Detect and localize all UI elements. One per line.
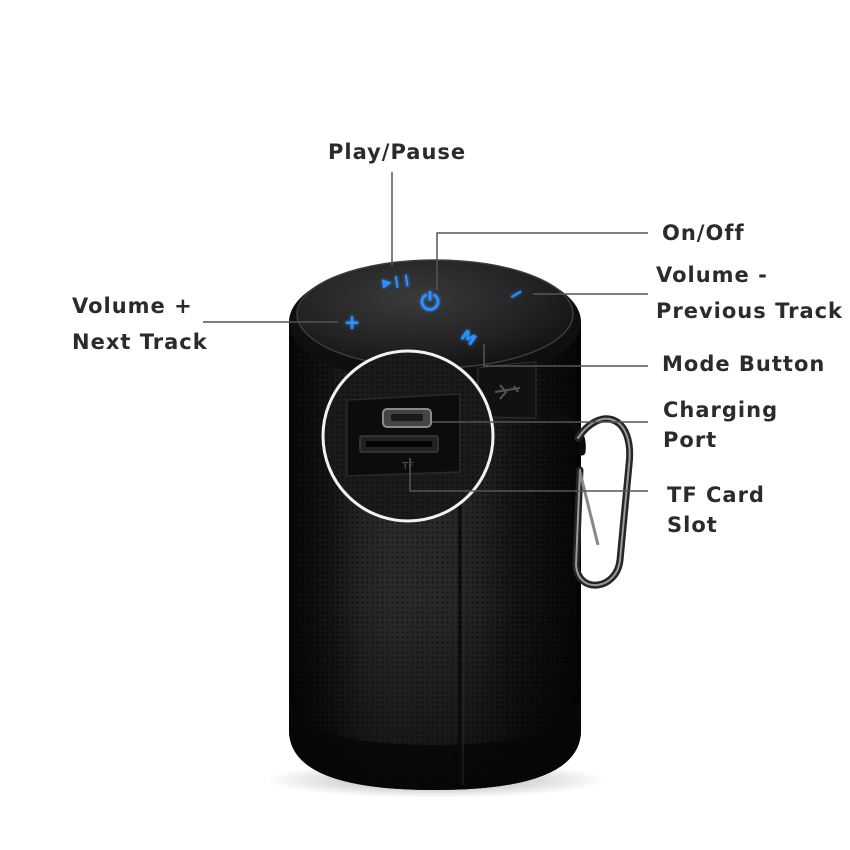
- leader-mode: [483, 344, 648, 367]
- charging-port[interactable]: [382, 408, 432, 428]
- carabiner-clip: [540, 408, 634, 589]
- label-charging-port: Charging Port: [663, 398, 779, 452]
- label-play-pause: Play/Pause: [328, 140, 467, 164]
- power-icon[interactable]: ⏻: [421, 288, 440, 316]
- tf-marking: TF: [401, 461, 414, 472]
- label-volume-plus: Volume + Next Track: [72, 294, 208, 354]
- label-on-off: On/Off: [662, 221, 745, 245]
- leader-lines: [203, 172, 648, 492]
- tf-card-slot[interactable]: [359, 435, 439, 453]
- volume-plus-icon[interactable]: +: [344, 310, 361, 334]
- label-volume-minus: Volume - Previous Track: [656, 263, 844, 323]
- leader-tf-card: [409, 458, 648, 492]
- label-mode-button: Mode Button: [662, 352, 826, 376]
- port-magnifier: TF: [321, 349, 495, 523]
- play-pause-icon[interactable]: ▶❙❙: [381, 272, 412, 290]
- leader-on-off: [436, 232, 648, 290]
- label-tf-card-slot: TF Card Slot: [667, 483, 765, 537]
